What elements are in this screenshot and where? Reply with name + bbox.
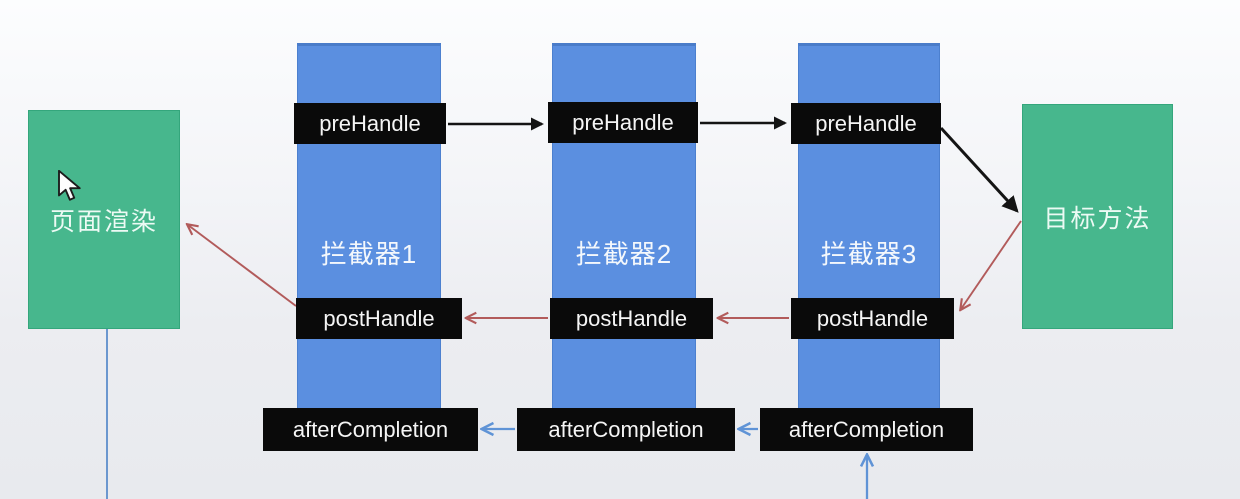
target-method-box: 目标方法	[1022, 104, 1173, 329]
posthandle-1-box: postHandle	[296, 298, 462, 339]
posthandle-arrow-target-method-to-3	[961, 220, 1022, 309]
interceptor-1-label: 拦截器1	[320, 239, 418, 269]
prehandle-2-box: preHandle	[548, 102, 698, 143]
aftercompletion-3-box: afterCompletion	[760, 408, 973, 451]
target-method-label: 目标方法	[1043, 204, 1152, 233]
mouse-cursor-icon	[58, 170, 81, 201]
prehandle-arrow-3-to-target-method	[939, 126, 1019, 213]
interceptor-2-label: 拦截器2	[575, 239, 673, 269]
interceptor-1-column: 拦截器1	[297, 43, 441, 431]
page-render-box: 页面渲染	[28, 110, 180, 329]
aftercompletion-2-box: afterCompletion	[517, 408, 735, 451]
interceptor-3-label: 拦截器3	[820, 239, 918, 269]
aftercompletion-1-box: afterCompletion	[263, 408, 478, 451]
prehandle-3-box: preHandle	[791, 103, 941, 144]
posthandle-2-box: postHandle	[550, 298, 713, 339]
prehandle-1-box: preHandle	[294, 103, 446, 144]
interceptor-3-column: 拦截器3	[798, 43, 940, 431]
page-render-label: 页面渲染	[49, 207, 158, 236]
posthandle-arrow-1-to-page-render	[188, 225, 297, 307]
posthandle-3-box: postHandle	[791, 298, 954, 339]
